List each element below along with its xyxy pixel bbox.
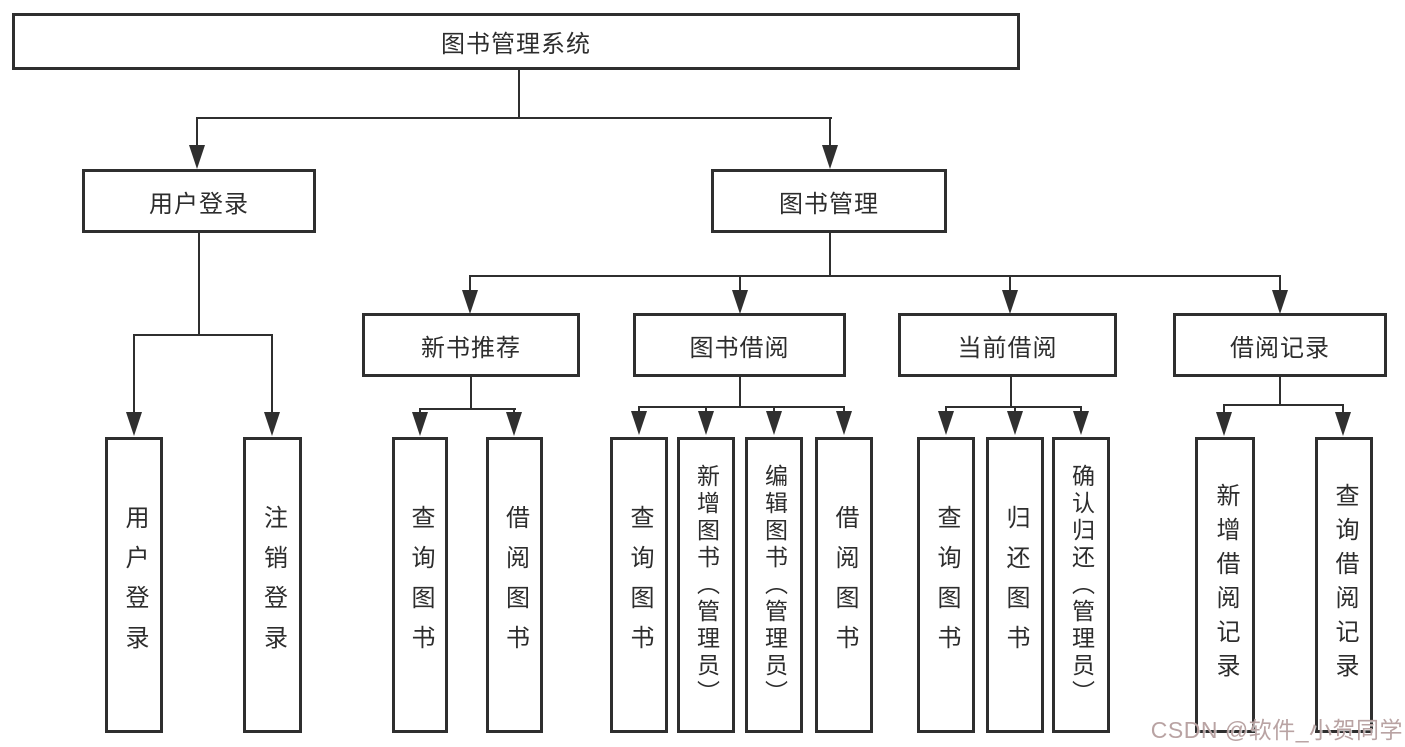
connector-line	[638, 406, 845, 408]
connector-line	[198, 233, 200, 336]
arrow-down-icon	[1002, 290, 1018, 314]
node-borrow-records: 借阅记录	[1173, 313, 1387, 377]
node-book-management: 图书管理	[711, 169, 947, 233]
leaf-query-books-borrow: 查询图书	[610, 437, 668, 733]
leaf-logout: 注销登录	[243, 437, 302, 733]
leaf-label: 借阅图书	[831, 505, 858, 665]
connector-line	[1279, 377, 1281, 406]
leaf-label: 新增借阅记录	[1212, 483, 1239, 687]
connector-line	[1014, 406, 1016, 412]
node-label: 用户登录	[149, 190, 249, 218]
connector-line	[945, 406, 947, 412]
connector-line	[945, 406, 1082, 408]
node-current-borrow: 当前借阅	[898, 313, 1117, 377]
connector-line	[196, 117, 198, 148]
node-new-book-recommend: 新书推荐	[362, 313, 580, 377]
csdn-watermark: CSDN @软件_小贺同学	[1150, 717, 1403, 743]
leaf-label: 查询图书	[626, 505, 653, 665]
connector-line	[773, 406, 775, 412]
connector-line	[638, 406, 640, 412]
leaf-add-borrow-record: 新增借阅记录	[1195, 437, 1255, 733]
arrow-down-icon	[1007, 411, 1023, 435]
arrow-down-icon	[766, 411, 782, 435]
connector-line	[705, 406, 707, 412]
connector-line	[133, 334, 135, 414]
leaf-return-books: 归还图书	[986, 437, 1044, 733]
connector-line	[1080, 406, 1082, 412]
connector-line	[133, 334, 273, 336]
arrow-down-icon	[631, 411, 647, 435]
connector-line	[469, 275, 471, 292]
leaf-label: 借阅图书	[501, 505, 529, 665]
leaf-label: 用户登录	[121, 505, 148, 665]
connector-line	[829, 117, 831, 148]
connector-line	[271, 334, 273, 414]
arrow-down-icon	[822, 145, 838, 169]
connector-line	[419, 408, 516, 410]
arrow-down-icon	[462, 290, 478, 314]
node-label: 图书管理系统	[441, 31, 591, 58]
node-label: 当前借阅	[957, 334, 1058, 362]
connector-line	[196, 117, 832, 119]
node-label: 借阅记录	[1230, 334, 1330, 362]
connector-line	[1279, 275, 1281, 292]
connector-line	[469, 275, 1281, 277]
node-label: 新书推荐	[421, 334, 521, 362]
arrow-down-icon	[938, 411, 954, 435]
leaf-query-borrow-record: 查询借阅记录	[1315, 437, 1373, 733]
leaf-confirm-return-admin: 确认归还（管理员）	[1052, 437, 1110, 733]
node-book-borrow: 图书借阅	[633, 313, 846, 377]
leaf-borrow-books-recommend: 借阅图书	[486, 437, 543, 733]
leaf-label: 编辑图书（管理员）	[761, 463, 788, 707]
leaf-label: 注销登录	[259, 505, 287, 665]
connector-line	[513, 408, 515, 414]
node-label: 图书借阅	[689, 334, 790, 362]
connector-line	[470, 377, 472, 410]
arrow-down-icon	[189, 145, 205, 169]
arrow-down-icon	[1216, 412, 1232, 436]
node-label: 图书管理	[779, 190, 879, 218]
arrow-down-icon	[126, 412, 142, 436]
connector-line	[843, 406, 845, 412]
arrow-down-icon	[732, 290, 748, 314]
connector-line	[829, 233, 831, 277]
leaf-label: 查询借阅记录	[1331, 483, 1358, 687]
leaf-label: 查询图书	[933, 505, 960, 665]
connector-line	[1010, 377, 1012, 408]
arrow-down-icon	[698, 411, 714, 435]
leaf-query-books-recommend: 查询图书	[392, 437, 448, 733]
connector-line	[518, 70, 520, 119]
node-user-login: 用户登录	[82, 169, 316, 233]
node-root-library-system: 图书管理系统	[12, 13, 1020, 70]
leaf-borrow-books: 借阅图书	[815, 437, 873, 733]
leaf-edit-books-admin: 编辑图书（管理员）	[745, 437, 803, 733]
connector-line	[1223, 404, 1225, 412]
connector-line	[419, 408, 421, 414]
arrow-down-icon	[1272, 290, 1288, 314]
connector-line	[1223, 404, 1344, 406]
connector-line	[1009, 275, 1011, 292]
arrow-down-icon	[412, 412, 428, 436]
arrow-down-icon	[264, 412, 280, 436]
leaf-add-books-admin: 新增图书（管理员）	[677, 437, 735, 733]
connector-line	[739, 377, 741, 408]
leaf-label: 确认归还（管理员）	[1068, 463, 1095, 707]
leaf-user-login: 用户登录	[105, 437, 163, 733]
connector-line	[1342, 404, 1344, 412]
arrow-down-icon	[1335, 412, 1351, 436]
arrow-down-icon	[1073, 411, 1089, 435]
arrow-down-icon	[506, 412, 522, 436]
leaf-label: 新增图书（管理员）	[693, 463, 720, 707]
leaf-label: 归还图书	[1002, 505, 1029, 665]
leaf-label: 查询图书	[407, 505, 434, 665]
arrow-down-icon	[836, 411, 852, 435]
leaf-query-books-current: 查询图书	[917, 437, 975, 733]
connector-line	[739, 275, 741, 292]
